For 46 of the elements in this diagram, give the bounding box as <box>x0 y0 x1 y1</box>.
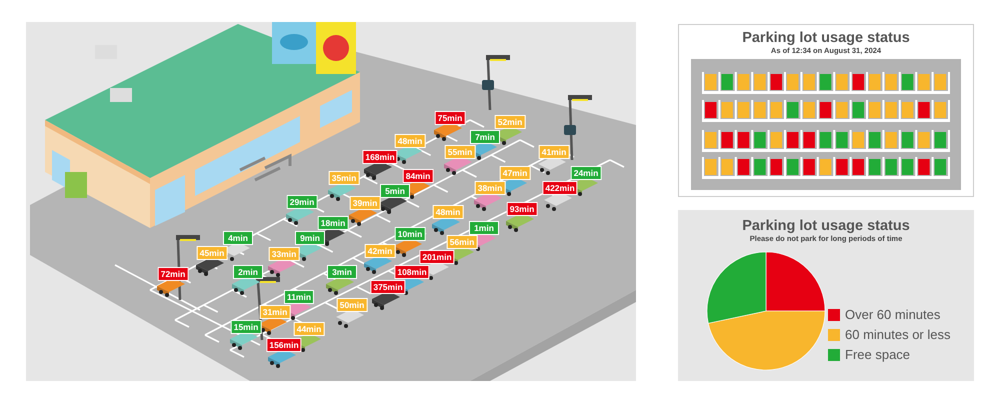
time-tag: 41min <box>538 145 570 159</box>
panel-title: Parking lot usage status <box>741 30 911 46</box>
time-tag: 18min <box>318 216 348 230</box>
time-tag: 42min <box>364 244 396 258</box>
time-tag: 2min <box>233 265 263 279</box>
time-tag: 1min <box>469 221 499 235</box>
time-tag: 29min <box>286 195 318 209</box>
time-tag: 4min <box>223 231 253 245</box>
legend-label: 60 minutes or less <box>845 327 950 342</box>
time-tag: 7min <box>470 130 500 144</box>
time-tag: 11min <box>284 290 314 304</box>
time-tag: 52min <box>494 115 526 129</box>
time-tag: 10min <box>394 227 426 241</box>
legend-label: Free space <box>845 347 910 362</box>
time-tag: 375min <box>370 280 406 294</box>
time-tag: 5min <box>380 184 410 198</box>
time-tag: 75min <box>434 111 466 125</box>
time-tag: 93min <box>506 202 538 216</box>
time-tag: 15min <box>230 320 262 334</box>
time-tag: 48min <box>432 205 464 219</box>
time-tag: 9min <box>295 231 325 245</box>
time-tag: 84min <box>402 169 434 183</box>
time-tag: 3min <box>327 265 357 279</box>
time-tag: 422min <box>542 181 578 195</box>
time-tag: 44min <box>294 322 324 336</box>
time-tag: 72min <box>158 267 188 281</box>
time-tag: 55min <box>444 145 476 159</box>
time-tag: 48min <box>394 134 426 148</box>
time-tag: 31min <box>260 305 290 319</box>
panel-title: Parking lot usage status <box>741 218 911 234</box>
time-tag: 50min <box>336 298 368 312</box>
time-tag: 33min <box>268 247 300 261</box>
panel <box>678 24 974 197</box>
time-tag: 35min <box>328 171 360 185</box>
time-tag: 39min <box>350 196 380 210</box>
time-tag: 56min <box>446 235 478 249</box>
time-tag: 38min <box>474 181 506 195</box>
time-tag: 168min <box>362 150 398 164</box>
panel <box>678 210 974 381</box>
time-tag: 45min <box>196 246 228 260</box>
time-tag: 156min <box>266 338 302 352</box>
legend-label: Over 60 minutes <box>845 307 940 322</box>
time-tag: 47min <box>500 166 530 180</box>
time-tag: 201min <box>419 250 455 264</box>
time-tag: 24min <box>570 166 602 180</box>
time-tag: 108min <box>394 265 430 279</box>
